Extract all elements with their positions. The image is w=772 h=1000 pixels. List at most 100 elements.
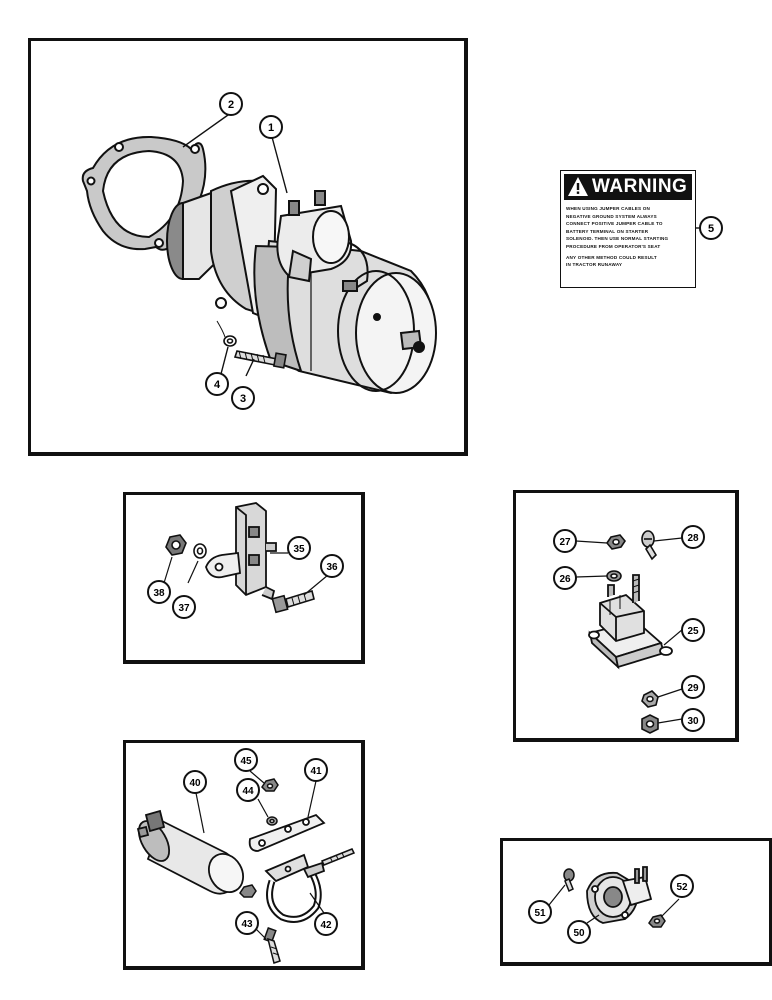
svg-text:26: 26 <box>559 574 571 585</box>
washer-44 <box>266 816 278 826</box>
clamp-bolt <box>320 848 356 866</box>
svg-text:4: 4 <box>214 379 221 391</box>
callouts: 35 36 37 38 <box>147 536 344 619</box>
warning-decal: WARNING WHEN USING JUMPER CABLES ON NEGA… <box>560 170 696 288</box>
callout-28: 28 <box>681 525 705 549</box>
svg-text:28: 28 <box>687 533 699 544</box>
coil-panel: 40 41 42 43 44 45 <box>123 740 365 970</box>
callout-26: 26 <box>553 566 577 590</box>
svg-text:36: 36 <box>326 562 338 573</box>
leader-lines <box>548 884 680 924</box>
screw-28 <box>641 530 658 561</box>
callout-35: 35 <box>287 536 311 560</box>
motor-body <box>253 239 437 395</box>
svg-text:41: 41 <box>310 766 322 777</box>
callouts: 1 2 3 4 <box>205 92 283 410</box>
callouts: 50 51 52 <box>528 874 694 944</box>
switch-illustration: 50 51 52 <box>528 866 694 944</box>
brush-illustration: 35 36 37 38 <box>147 502 344 619</box>
leader-lines <box>182 114 288 377</box>
circuit-breaker <box>588 574 673 670</box>
callouts: 25 26 27 28 29 30 <box>553 525 705 732</box>
callout-3: 3 <box>231 386 255 410</box>
callout-42: 42 <box>314 912 338 936</box>
nut-45 <box>261 778 279 792</box>
callout-40: 40 <box>183 770 207 794</box>
callout-4: 4 <box>205 372 229 396</box>
callout-36: 36 <box>320 554 344 578</box>
warning-line: ANY OTHER METHOD COULD RESULT <box>566 254 657 260</box>
warning-text: WHEN USING JUMPER CABLES ON NEGATIVE GRO… <box>566 205 691 269</box>
svg-text:3: 3 <box>240 393 246 405</box>
callout-2: 2 <box>219 92 243 116</box>
callout-30: 30 <box>681 708 705 732</box>
leader-lines <box>163 552 329 596</box>
warning-heading: WARNING <box>592 176 688 197</box>
warning-header: WARNING <box>564 174 692 200</box>
svg-text:27: 27 <box>559 537 571 548</box>
svg-text:25: 25 <box>687 626 699 637</box>
callout-50: 50 <box>567 920 591 944</box>
lock-washer-37 <box>193 543 207 559</box>
callout-38: 38 <box>147 580 171 604</box>
callout-1: 1 <box>259 115 283 139</box>
solenoid <box>276 190 369 292</box>
bolt-43 <box>263 927 281 964</box>
coil-clamp <box>264 853 326 923</box>
starter-panel: 1 2 3 4 <box>28 38 468 456</box>
nut-52 <box>648 914 666 928</box>
nut-27 <box>606 534 626 550</box>
svg-text:42: 42 <box>320 920 332 931</box>
svg-text:30: 30 <box>687 716 699 727</box>
ignition-switch <box>586 866 653 924</box>
svg-text:45: 45 <box>240 756 252 767</box>
ignition-coil <box>136 809 244 895</box>
callout-51: 51 <box>528 900 552 924</box>
callout-44: 44 <box>236 778 260 802</box>
svg-text:52: 52 <box>676 882 688 893</box>
leader-lines <box>575 537 684 724</box>
svg-text:43: 43 <box>241 919 253 930</box>
nut-clamp <box>239 884 257 898</box>
callout-25: 25 <box>681 618 705 642</box>
warning-line: SOLENOID. THEN USE NORMAL STARTING <box>566 236 669 242</box>
terminal-bolt <box>271 589 315 614</box>
lock-washer <box>216 320 237 347</box>
gasket <box>81 135 207 251</box>
svg-text:38: 38 <box>153 588 165 599</box>
svg-text:1: 1 <box>268 122 274 134</box>
callouts: 40 41 42 43 44 45 <box>183 748 338 936</box>
callout-29: 29 <box>681 675 705 699</box>
mounting-bolt <box>233 350 287 369</box>
svg-text:2: 2 <box>228 99 234 111</box>
warning-triangle-icon <box>568 177 588 196</box>
warning-line: PROCEDURE FROM OPERATOR'S SEAT <box>566 243 661 249</box>
svg-text:44: 44 <box>242 786 254 797</box>
leader-lines <box>195 770 325 940</box>
circuit-breaker-illustration: 25 26 27 28 29 30 <box>553 525 705 734</box>
screw-51 <box>563 868 575 893</box>
terminal-block <box>205 502 277 601</box>
warning-line: BATTERY TERMINAL ON STARTER <box>566 228 649 234</box>
nut-38 <box>165 534 187 556</box>
callout-45: 45 <box>234 748 258 772</box>
callout-5: 5 <box>696 216 723 240</box>
callout-41: 41 <box>304 758 328 782</box>
lock-washer-29 <box>641 690 659 708</box>
callout-37: 37 <box>172 595 196 619</box>
warning-line: CONNECT POSITIVE JUMPER CABLE TO <box>566 221 663 227</box>
switch-panel: 50 51 52 <box>500 838 772 966</box>
coil-illustration: 40 41 42 43 44 45 <box>136 748 356 964</box>
callout-43: 43 <box>235 911 259 935</box>
svg-text:40: 40 <box>189 778 201 789</box>
svg-text:35: 35 <box>293 544 305 555</box>
nut-30 <box>641 714 659 734</box>
circuit-breaker-panel: 25 26 27 28 29 30 <box>513 490 739 742</box>
svg-text:50: 50 <box>573 928 585 939</box>
brush-panel: 35 36 37 38 <box>123 492 365 664</box>
callout-27: 27 <box>553 529 577 553</box>
warning-line: NEGATIVE GROUND SYSTEM ALWAYS <box>566 213 657 219</box>
starter-illustration: 1 2 3 4 <box>81 92 437 410</box>
warning-line: WHEN USING JUMPER CABLES ON <box>566 206 651 211</box>
svg-text:37: 37 <box>178 603 190 614</box>
